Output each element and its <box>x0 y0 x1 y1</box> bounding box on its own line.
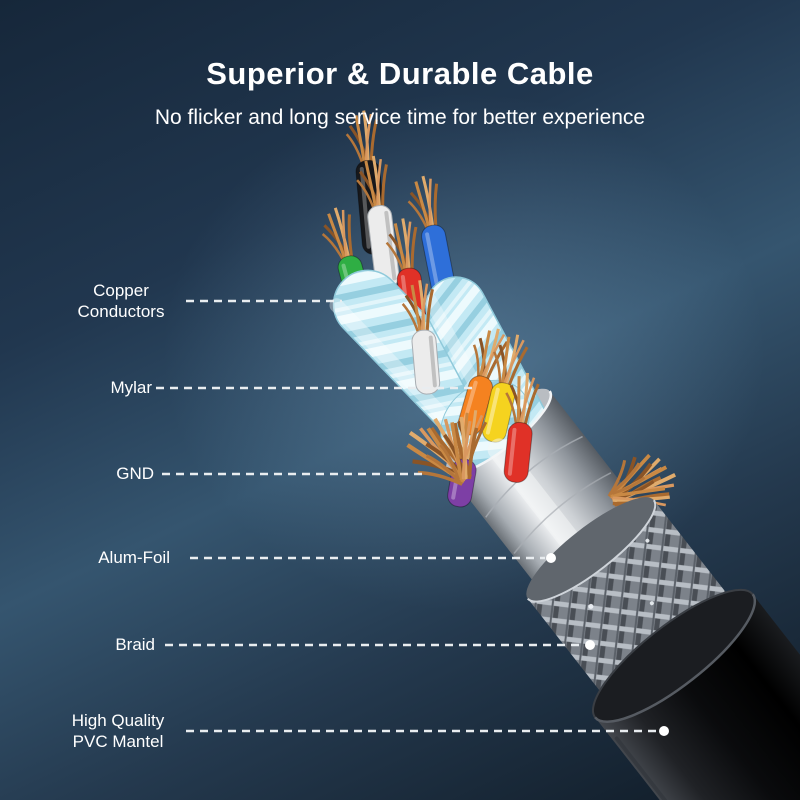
page-title: Superior & Durable Cable <box>206 56 594 91</box>
marker-dot-pvc-mantel <box>659 726 669 736</box>
wire-yellow <box>481 328 531 443</box>
label-copper-conductors: Copper Conductors <box>77 281 165 321</box>
label-gnd: GND <box>116 464 154 483</box>
marker-dot-alum-foil <box>546 553 556 563</box>
wire-red-2 <box>501 369 541 483</box>
wire-white-2 <box>399 277 441 395</box>
label-pvc-mantel: High Quality PVC Mantel <box>71 711 165 751</box>
cable-illustration <box>315 108 800 800</box>
label-mylar: Mylar <box>110 378 152 397</box>
marker-dot-braid <box>585 640 595 650</box>
label-alum-foil: Alum-Foil <box>98 548 170 567</box>
label-braid: Braid <box>115 635 155 654</box>
page-subtitle: No flicker and long service time for bet… <box>154 106 646 129</box>
pvc-jacket-layer <box>591 588 800 800</box>
